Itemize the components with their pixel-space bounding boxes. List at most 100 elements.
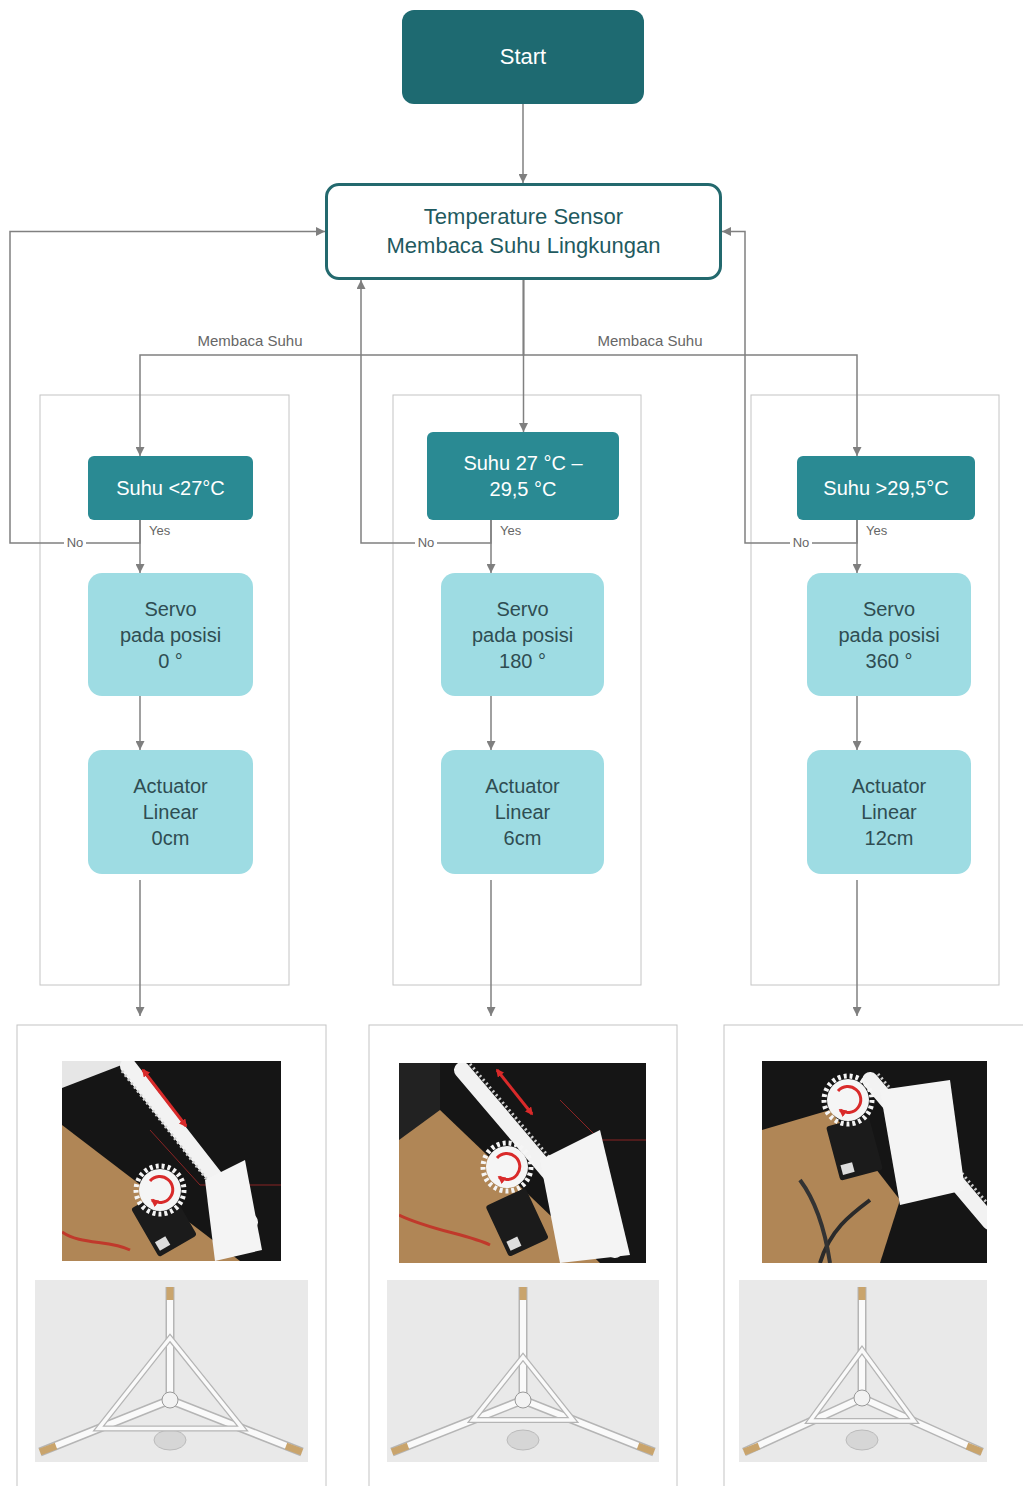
- edge-label: Membaca Suhu: [594, 332, 705, 350]
- desk: [62, 1061, 281, 1261]
- tripod-strut: [810, 1350, 914, 1421]
- cup: [507, 1430, 539, 1450]
- photo-panels: [17, 1025, 1023, 1486]
- servo-label: [840, 1162, 854, 1175]
- gear-teeth: [136, 1166, 184, 1214]
- column-panel: [40, 395, 289, 985]
- rotation-arrow: [150, 1177, 173, 1203]
- process-box: Temperature Sensor Membaca Suhu Lingkung…: [325, 183, 722, 280]
- node-text: Servo pada posisi 0 °: [120, 596, 222, 674]
- servo-photo: [762, 1061, 987, 1263]
- cup: [846, 1430, 878, 1450]
- photo-panel: [724, 1025, 1023, 1486]
- flow-arrow: [522, 104, 524, 183]
- bracket: [880, 1080, 965, 1205]
- servo-photo: [62, 1061, 281, 1261]
- mat: [440, 1063, 646, 1263]
- column-panel: [751, 395, 999, 985]
- tripod-leg: [40, 1287, 302, 1452]
- edge-label: No: [64, 535, 87, 551]
- photo-panel: [369, 1025, 677, 1486]
- gear-teeth: [483, 1143, 531, 1191]
- node-text: Actuator Linear 0cm: [126, 773, 216, 851]
- actuator-box: Actuator Linear 6cm: [441, 750, 604, 874]
- hub: [515, 1392, 531, 1408]
- node-text: Suhu >29,5°C: [823, 475, 948, 501]
- tripod-strut-outline: [99, 1338, 243, 1429]
- mat: [62, 1061, 281, 1261]
- hub: [162, 1392, 178, 1408]
- leg-tip: [392, 1287, 654, 1452]
- tripod-leg: [392, 1287, 654, 1452]
- edge-label: Yes: [497, 523, 524, 539]
- tripod-strut-outline: [473, 1357, 573, 1420]
- start-terminal: Start: [402, 10, 644, 104]
- node-text: Servo pada posisi 180 °: [472, 596, 574, 674]
- node-text: Temperature Sensor Membaca Suhu Lingkung…: [379, 203, 669, 260]
- photo-ground: [35, 1280, 308, 1462]
- node-text: Servo pada posisi 360 °: [838, 596, 940, 674]
- condition-box: Suhu 27 °C – 29,5 °C: [427, 432, 619, 520]
- wire: [399, 1215, 490, 1245]
- travel-arrow: [143, 1070, 186, 1126]
- condition-box: Suhu <27°C: [88, 456, 253, 520]
- tripod-strut-outline: [810, 1350, 914, 1421]
- tripod-strut: [99, 1338, 243, 1429]
- leader-arrow: [139, 880, 141, 1016]
- column-panel: [393, 395, 641, 985]
- gear: [139, 1169, 181, 1211]
- gear: [827, 1079, 869, 1121]
- bracket: [205, 1160, 262, 1261]
- servo-label: [155, 1236, 170, 1251]
- tripod-leg-outline: [744, 1287, 982, 1452]
- edge-label: No: [790, 535, 813, 551]
- tripod-photo: [35, 1280, 308, 1462]
- edge-label: Membaca Suhu: [194, 332, 305, 350]
- tripod-leg-outline: [40, 1287, 302, 1452]
- bracket: [540, 1130, 630, 1263]
- photo-panel: [17, 1025, 326, 1486]
- flow-arrow: [856, 696, 858, 750]
- tripod-strut: [473, 1357, 573, 1420]
- rotation-arrow: [497, 1154, 520, 1180]
- servo-photo: [399, 1063, 646, 1263]
- flow-arrow: [140, 280, 524, 456]
- servo-body: [485, 1188, 549, 1257]
- node-text: Actuator Linear 6cm: [478, 773, 568, 851]
- rotation-arrow: [838, 1087, 861, 1113]
- node-text: Actuator Linear 12cm: [844, 773, 934, 851]
- condition-box: Suhu >29,5°C: [797, 456, 975, 520]
- desk: [762, 1110, 900, 1263]
- edge-label: Yes: [863, 523, 890, 539]
- column-panels: [40, 395, 999, 985]
- gear: [486, 1146, 528, 1188]
- servo-box: Servo pada posisi 180 °: [441, 573, 604, 696]
- leader-arrows: [140, 880, 857, 1016]
- flow-arrow: [10, 232, 325, 544]
- edge-label: Yes: [146, 523, 173, 539]
- actuator-box: Actuator Linear 12cm: [807, 750, 971, 874]
- mat-line: [560, 1100, 646, 1140]
- gear-teeth: [824, 1076, 872, 1124]
- flow-arrow: [490, 696, 492, 750]
- photo-ground: [739, 1280, 987, 1462]
- wire: [62, 1232, 130, 1250]
- cup: [154, 1430, 186, 1450]
- leg-tip: [40, 1287, 302, 1452]
- photo-ground: [387, 1280, 659, 1462]
- node-text: Start: [500, 43, 546, 72]
- node-text: Suhu 27 °C – 29,5 °C: [458, 450, 588, 502]
- tripod-photo: [387, 1280, 659, 1462]
- edge-label: No: [415, 535, 438, 551]
- servo-motor: [485, 1188, 549, 1257]
- tripod-photo: [739, 1280, 987, 1462]
- node-text: Suhu <27°C: [116, 475, 225, 501]
- cable: [800, 1180, 830, 1263]
- leader-arrow: [490, 880, 492, 1016]
- servo-label: [506, 1237, 521, 1251]
- rack-teeth: [878, 1074, 987, 1216]
- desk: [399, 1063, 646, 1263]
